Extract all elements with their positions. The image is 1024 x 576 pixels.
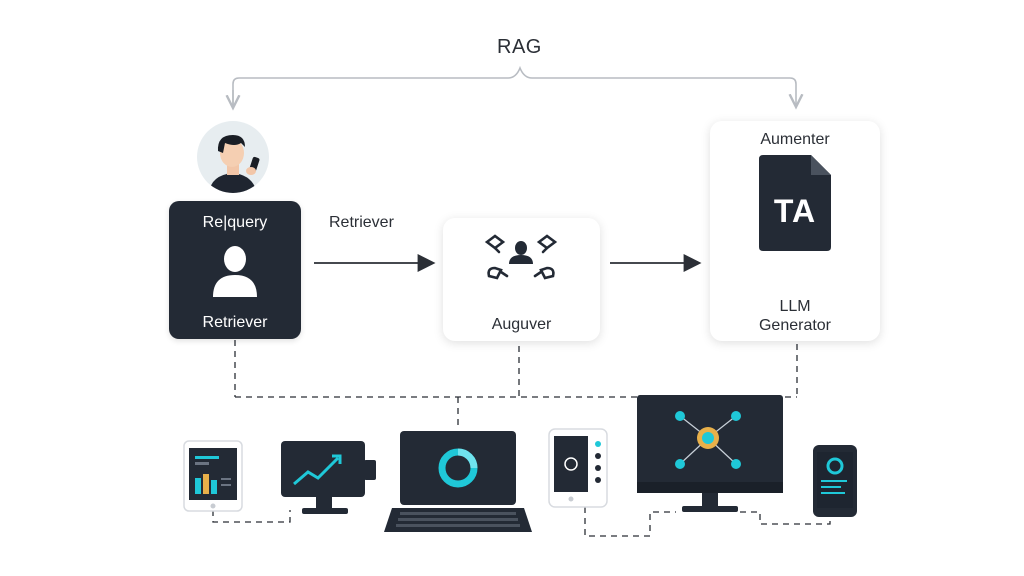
monitor-trend-icon: [281, 441, 376, 514]
document-text: TA: [773, 193, 817, 229]
exchange-icon: [484, 234, 558, 280]
query-node-top-label: Re|query: [202, 214, 268, 231]
desktop-network-icon: [637, 395, 783, 512]
top-bracket: [232, 65, 796, 107]
laptop-donut-icon: [384, 431, 532, 532]
query-node[interactable]: Re|query Retriever: [169, 201, 301, 339]
llm-label: LLM: [779, 298, 811, 315]
user-with-phone-icon: [209, 135, 260, 193]
diagram-title: RAG: [497, 36, 542, 58]
augmenter-node-label: Auguver: [491, 316, 552, 333]
query-node-bottom-label: Retriever: [202, 314, 268, 331]
tablet-bars-icon: [183, 440, 243, 512]
augmenter-node[interactable]: Auguver: [443, 218, 600, 341]
generator-label: Generator: [758, 317, 832, 334]
phone-controls-icon: [548, 428, 608, 508]
phone-dashboard-icon: [813, 445, 857, 517]
edge-label-retriever: Retriever: [329, 214, 394, 231]
dashed-bus: [212, 340, 831, 537]
generator-node-top-label: Aumenter: [760, 131, 830, 148]
generator-node[interactable]: Aumenter TA LLM Generator: [710, 121, 880, 341]
document-icon: TA: [759, 155, 831, 251]
person-icon: [213, 246, 257, 297]
user-avatar: [197, 121, 269, 193]
